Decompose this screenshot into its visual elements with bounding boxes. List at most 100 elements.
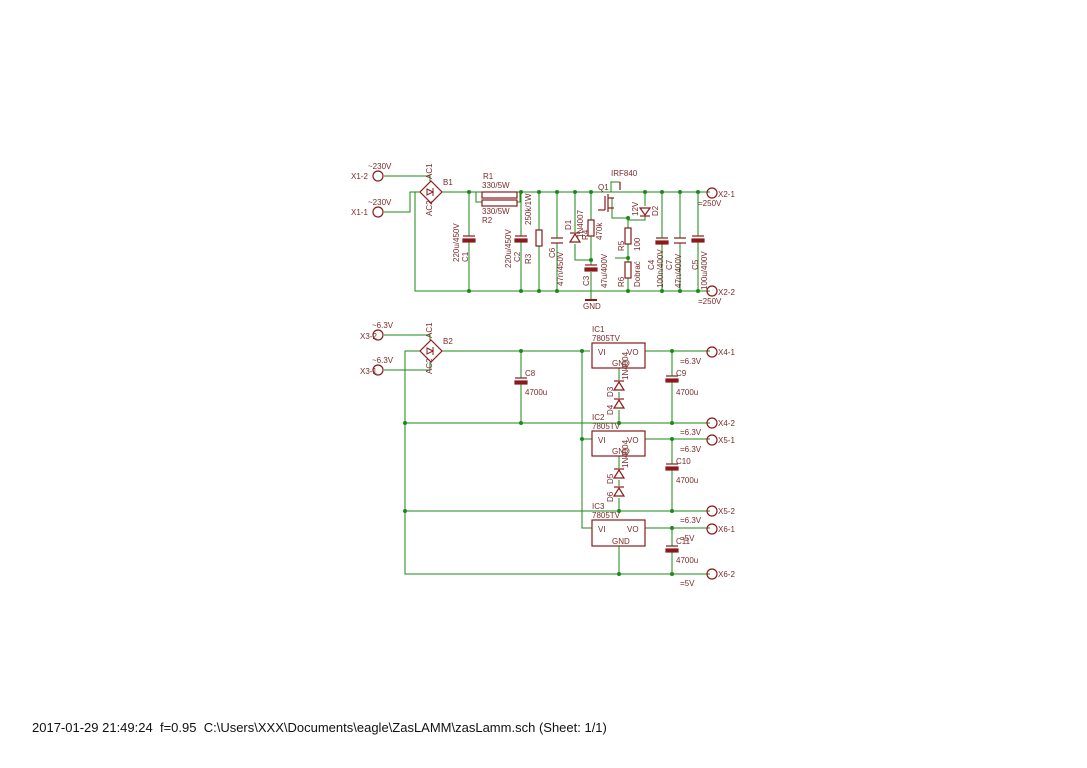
label-c5: C5 [691,259,700,270]
label-r2: R2 [482,216,493,225]
capacitor-c4 [655,237,669,245]
label-c4: C4 [647,259,656,270]
label-x5-1: X5-1 [718,436,735,445]
label-x4-2-volt: =6.3V [680,428,702,437]
lv-labels: ~6.3V X3-2 ~6.3V X3-1 B2 AC1 AC2 C8 4700… [360,321,735,588]
label-q1-val: IRF840 [611,169,638,178]
label-ic2-vi: VI [598,436,606,445]
capacitor-c5 [691,235,705,243]
label-x2-1-volt: =250V [698,199,722,208]
label-v63-top: ~6.3V [372,321,394,330]
diode-d3 [612,380,626,391]
label-x3-1: X3-1 [360,367,377,376]
label-c7: C7 [665,259,674,270]
diode-d5 [612,468,626,479]
label-x3-2: X3-2 [360,332,377,341]
label-c8-val: 4700u [525,388,547,397]
label-c9-val: 4700u [676,388,698,397]
label-ic2-vo: VO [627,436,639,445]
label-r6: R6 [617,276,626,287]
label-ic2-val: 7805TV [592,422,621,431]
label-b2-ac2: AC2 [425,358,434,374]
label-r1-val: 330/5W [482,181,510,190]
label-b2-ac1: AC1 [425,322,434,338]
label-c9: C9 [676,369,687,378]
label-c2: C2 [513,251,522,262]
capacitor-c1 [462,235,476,243]
lv-junctions [403,349,674,576]
resistor-r6 [624,261,632,279]
label-c6: C6 [548,247,557,258]
label-ic1-vi: VI [598,348,606,357]
label-d5: D5 [606,473,615,484]
label-b2: B2 [443,337,453,346]
terminal-x2-1 [706,187,718,199]
resistor-r5 [624,227,632,245]
resistor-r4 [587,219,595,237]
terminal-x4-1 [706,346,718,358]
label-c11-val: 4700u [676,556,698,565]
label-x4-1-volt: =6.3V [680,357,702,366]
label-ic3-vi: VI [598,525,606,534]
label-x2-1: X2-1 [718,190,735,199]
label-r5-val: 100 [633,237,642,251]
regulator-ic3 [591,519,646,547]
lv-parts [372,329,718,580]
label-d6: D6 [606,491,615,502]
terminal-x5-2 [706,505,718,517]
capacitor-c6 [551,237,563,244]
capacitor-c9 [665,375,679,383]
terminal-x2-2 [706,285,718,297]
label-x6-1-volt: =5V [680,534,695,543]
label-gnd: GND [583,302,601,311]
label-ic2: IC2 [592,413,605,422]
label-x6-1: X6-1 [718,525,735,534]
footer-sheet: (Sheet: 1/1) [538,720,607,735]
label-b1: B1 [443,178,453,187]
label-x5-2-volt: =6.3V [680,516,702,525]
label-x4-1: X4-1 [718,348,735,357]
label-x6-2-volt: =5V [680,579,695,588]
label-x1-1: X1-1 [351,208,368,217]
resistor-r2 [481,199,518,207]
label-d4: D4 [606,404,615,415]
terminal-x3-2 [372,329,384,341]
label-r4-val: 470k [595,222,604,240]
label-ic1-vo: VO [627,348,639,357]
label-c10: C10 [676,457,691,466]
label-r3-val: 250k/1W [524,193,533,225]
footer-timestamp: 2017-01-29 21:49:24 [32,720,153,735]
label-d5-val: 1N4004 [621,439,630,468]
terminal-x4-2 [706,417,718,429]
label-r3: R3 [524,253,533,264]
label-v230-bot: ~230V [368,198,392,207]
lv-wires [384,334,710,575]
capacitor-c7 [674,237,686,244]
label-x2-2-volt: =250V [698,297,722,306]
terminal-x1-2 [372,170,384,182]
label-x1-2: X1-2 [351,172,368,181]
hv-junctions [467,190,700,293]
label-c3: C3 [582,275,591,286]
terminal-x6-1 [706,523,718,535]
label-c11: C11 [676,537,691,546]
label-r5: R5 [617,240,626,251]
hv-labels: ~230V X1-2 ~230V X1-1 B1 AC1 AC2 R1 330/… [351,162,735,311]
label-v63-bot: ~6.3V [372,356,394,365]
label-x2-2: X2-2 [718,288,735,297]
label-d3-val: 1N4004 [621,351,630,380]
footer-info: 2017-01-29 21:49:24 f=0.95 C:\Users\XXX\… [32,720,607,735]
label-x5-2: X5-2 [718,507,735,516]
label-r1: R1 [483,172,494,181]
terminal-x6-2 [706,568,718,580]
label-c5-val: 100u/400V [700,251,709,290]
label-c8: C8 [525,369,536,378]
label-ic1: IC1 [592,325,605,334]
label-d2-val: 12V [631,201,640,216]
bridge-b2 [419,339,443,363]
label-c1-val: 220u/450V [452,223,461,262]
label-r4: R4 [581,229,590,240]
label-b1-ac1: AC1 [425,163,434,179]
bridge-b1 [419,180,443,204]
